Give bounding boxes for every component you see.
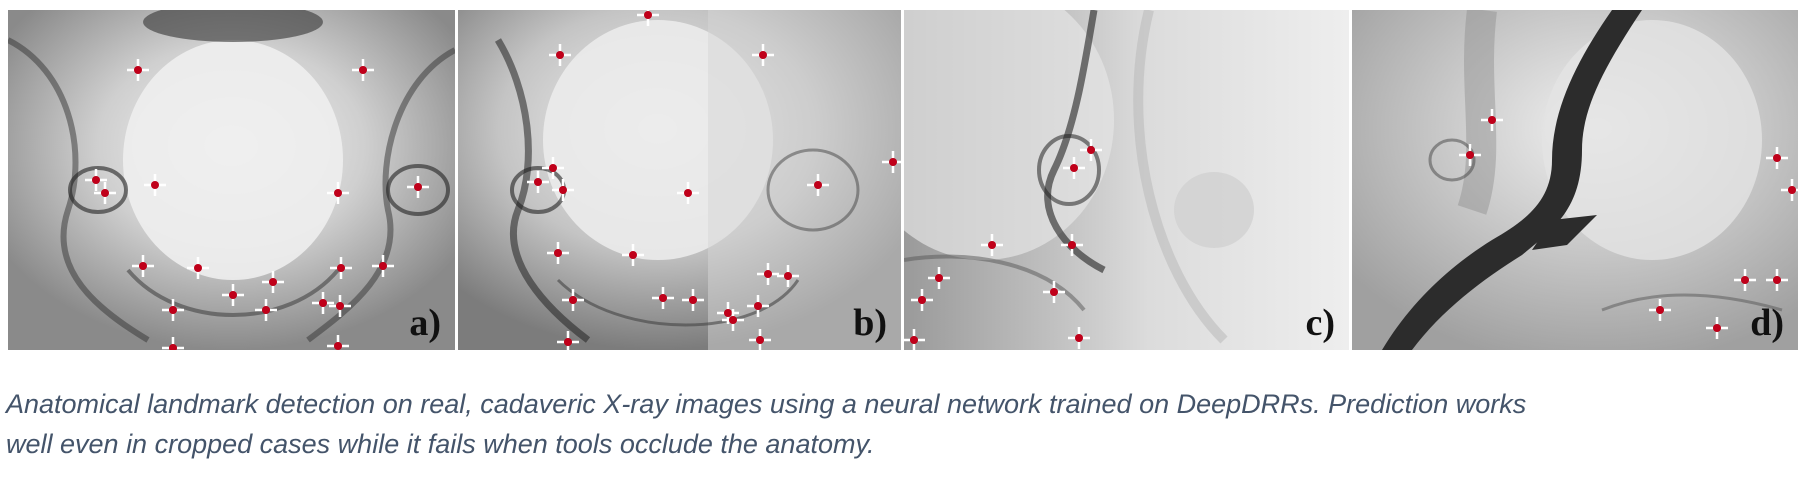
panel-d: d) [1352,10,1798,350]
landmark-marker [1766,269,1788,291]
landmark-marker [312,292,334,314]
landmark-marker [547,242,569,264]
figure-caption: Anatomical landmark detection on real, c… [6,384,1796,464]
landmark-marker [1766,147,1788,169]
landmark-marker [752,44,774,66]
landmark-marker [928,267,950,289]
panel-label-b: b) [853,302,887,344]
landmark-marker [132,255,154,277]
landmark-marker [352,59,374,81]
landmark-marker [777,265,799,287]
landmark-marker [94,182,116,204]
caption-line-1: Anatomical landmark detection on real, c… [6,389,1527,419]
figure-panels: a) b) [8,10,1798,350]
panel-label-c: c) [1305,302,1335,344]
landmark-marker [904,329,925,350]
landmark-marker [622,244,644,266]
panel-b-xray [458,10,901,350]
landmark-marker [1043,281,1065,303]
landmark-marker [652,287,674,309]
landmark-marker [162,337,184,350]
landmark-marker [677,182,699,204]
landmark-marker [527,171,549,193]
landmark-marker [1734,269,1756,291]
landmark-marker [722,309,744,331]
landmark-marker [1649,299,1671,321]
panel-d-xray [1352,10,1798,350]
landmark-marker [807,174,829,196]
landmark-marker [1061,234,1083,256]
landmark-marker [637,10,659,26]
panel-c-xray [904,10,1349,350]
landmark-marker [911,289,933,311]
caption-line-2: well even in cropped cases while it fail… [6,429,875,459]
landmark-marker [542,157,564,179]
landmark-marker [1068,327,1090,349]
landmark-marker [329,295,351,317]
landmark-marker [262,271,284,293]
landmark-marker [1459,144,1481,166]
panel-a-xray [8,10,455,350]
landmark-marker [562,289,584,311]
panel-b: b) [458,10,901,350]
landmark-marker [1063,157,1085,179]
landmark-marker [327,182,349,204]
landmark-marker [749,329,771,350]
landmark-marker [407,176,429,198]
panel-a-markers [85,59,429,350]
panel-a: a) [8,10,455,350]
landmark-marker [372,255,394,277]
panel-label-a: a) [409,302,441,344]
landmark-marker [1080,139,1102,161]
panel-d-markers [1459,109,1798,339]
landmark-marker [557,331,579,350]
landmark-marker [549,44,571,66]
landmark-marker [85,169,107,191]
landmark-marker [1781,179,1798,201]
panel-c: c) [904,10,1349,350]
landmark-marker [144,174,166,196]
landmark-marker [187,257,209,279]
landmark-marker [757,263,779,285]
landmark-marker [882,151,901,173]
panel-b-markers [527,10,901,350]
landmark-marker [255,299,277,321]
panel-label-d: d) [1750,302,1784,344]
landmark-marker [330,257,352,279]
landmark-marker [1706,317,1728,339]
landmark-marker [682,289,704,311]
landmark-marker [222,284,244,306]
landmark-marker [162,299,184,321]
landmark-marker [552,179,574,201]
landmark-marker [747,295,769,317]
landmark-marker [327,335,349,350]
panel-c-markers [904,139,1102,350]
landmark-marker [981,234,1003,256]
landmark-marker [127,59,149,81]
landmark-marker [1481,109,1503,131]
